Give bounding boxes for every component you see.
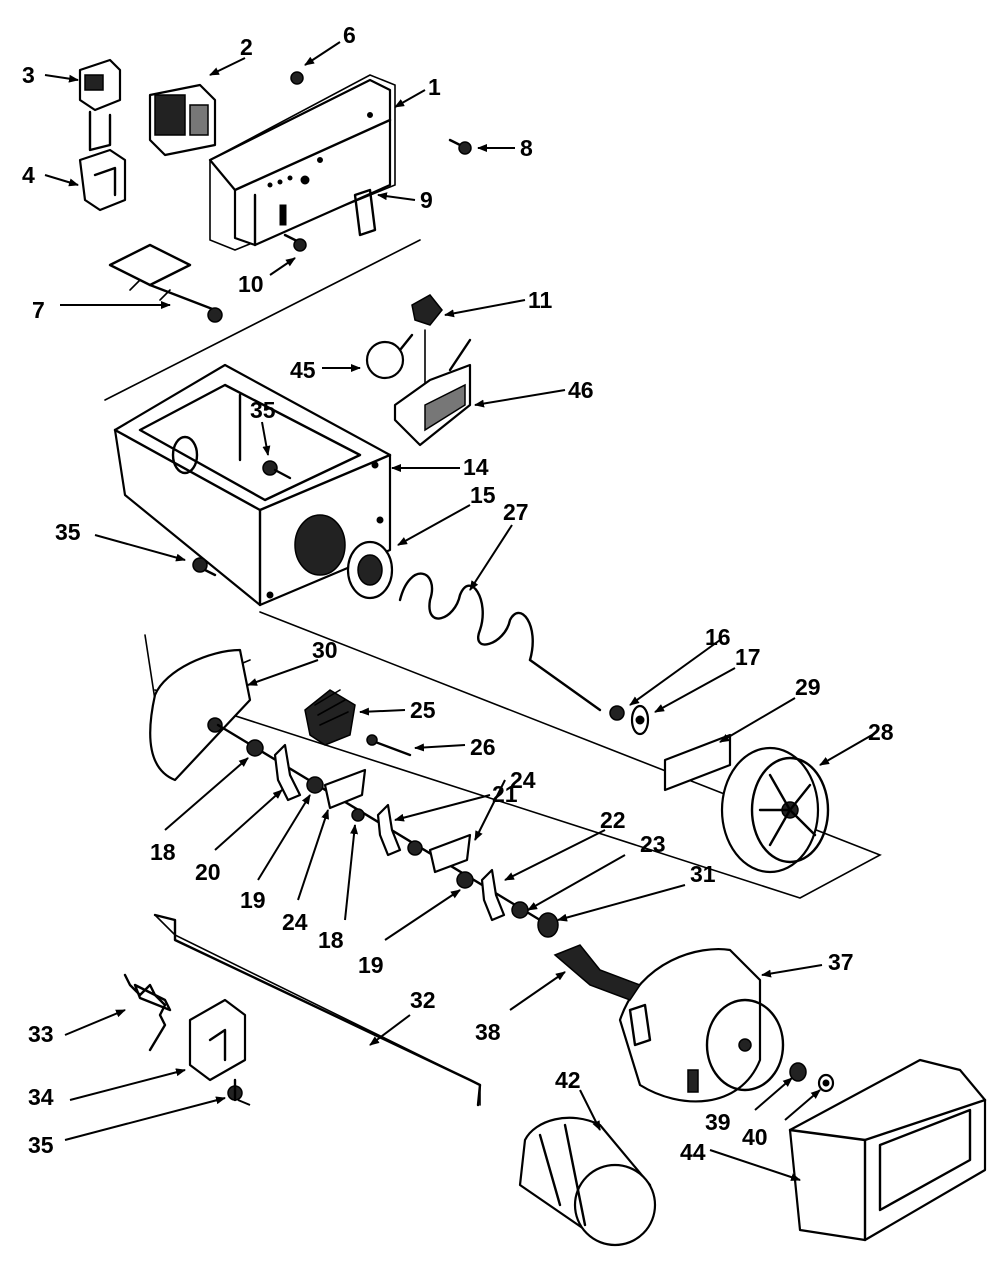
lamp-cover xyxy=(393,338,472,447)
wire-harness xyxy=(108,243,223,323)
callout-6: 6 xyxy=(343,22,356,48)
callout-4: 4 xyxy=(22,162,35,188)
callout-33: 33 xyxy=(28,1021,54,1047)
callout-44: 44 xyxy=(680,1139,706,1165)
screw-35-left xyxy=(192,557,217,577)
callout-45: 45 xyxy=(290,357,316,383)
leader-lines xyxy=(44,41,873,1181)
callout-34: 34 xyxy=(28,1084,54,1110)
clip-9 xyxy=(353,188,377,237)
bracket-34 xyxy=(188,998,247,1082)
switch-bracket xyxy=(78,148,127,212)
callout-29: 29 xyxy=(795,674,821,700)
bearing xyxy=(346,540,394,600)
callout-24: 24 xyxy=(510,767,536,793)
washer-17 xyxy=(630,704,650,736)
relay-switch xyxy=(148,83,217,157)
callout-20: 20 xyxy=(195,859,221,885)
lamp-socket xyxy=(411,294,443,386)
screw-35-inside xyxy=(262,460,292,480)
callout-19b: 19 xyxy=(358,952,384,978)
bracket-29 xyxy=(663,733,732,792)
washer-16 xyxy=(609,705,625,721)
callout-22: 22 xyxy=(600,807,626,833)
motor-cover-44 xyxy=(788,1058,987,1242)
callout-17: 17 xyxy=(735,644,761,670)
callout-30: 30 xyxy=(312,637,338,663)
callout-14: 14 xyxy=(463,454,489,480)
fan-wheel xyxy=(720,746,830,874)
callout-19: 19 xyxy=(240,887,266,913)
callout-37: 37 xyxy=(828,949,854,975)
blade-stack xyxy=(216,723,559,938)
screw-35-bottom xyxy=(227,1078,243,1102)
screw-10 xyxy=(283,233,307,252)
callout-labels: 1 2 3 4 6 7 8 9 10 11 14 15 16 17 18 18 … xyxy=(22,22,894,1165)
fan-housing-box xyxy=(113,363,392,607)
callout-25: 25 xyxy=(410,697,436,723)
callout-38: 38 xyxy=(475,1019,501,1045)
callout-18: 18 xyxy=(150,839,176,865)
light-bulb xyxy=(365,333,414,380)
cover-bar xyxy=(153,913,482,1107)
callout-46: 46 xyxy=(568,377,594,403)
callout-7: 7 xyxy=(32,297,45,323)
callout-35b: 35 xyxy=(55,519,81,545)
callout-40: 40 xyxy=(742,1124,768,1150)
callout-18b: 18 xyxy=(318,927,344,953)
spring-33 xyxy=(123,973,172,1052)
control-housing xyxy=(208,78,392,247)
callout-24b: 24 xyxy=(282,909,308,935)
callout-23: 23 xyxy=(640,831,666,857)
blade-assembly xyxy=(304,689,356,746)
auger-motor xyxy=(618,948,785,1103)
callout-27: 27 xyxy=(503,499,529,525)
mount-bracket-38 xyxy=(553,944,642,1001)
callout-2: 2 xyxy=(240,34,253,60)
callout-35a: 35 xyxy=(250,397,276,423)
callout-39: 39 xyxy=(705,1109,731,1135)
duct-42 xyxy=(518,1116,657,1247)
callout-35c: 35 xyxy=(28,1132,54,1158)
callout-15: 15 xyxy=(470,482,496,508)
shaft-26 xyxy=(366,734,412,757)
callout-42: 42 xyxy=(555,1067,581,1093)
callout-16: 16 xyxy=(705,624,731,650)
ice-crusher-plate xyxy=(149,648,252,782)
actuator-switch xyxy=(78,58,122,152)
callout-1: 1 xyxy=(428,74,441,100)
callout-8: 8 xyxy=(520,135,533,161)
callout-10: 10 xyxy=(238,271,264,297)
callout-3: 3 xyxy=(22,62,35,88)
screw-6 xyxy=(290,71,304,85)
auger-spring xyxy=(398,572,602,712)
callout-28: 28 xyxy=(868,719,894,745)
washer-39 xyxy=(789,1062,807,1082)
callout-11: 11 xyxy=(528,287,553,313)
callout-31: 31 xyxy=(690,861,716,887)
callout-9: 9 xyxy=(420,187,433,213)
callout-21: 21 xyxy=(492,781,518,807)
screw-8 xyxy=(448,138,472,155)
callout-26: 26 xyxy=(470,734,496,760)
callout-32: 32 xyxy=(410,987,436,1013)
washer-40 xyxy=(817,1073,835,1093)
